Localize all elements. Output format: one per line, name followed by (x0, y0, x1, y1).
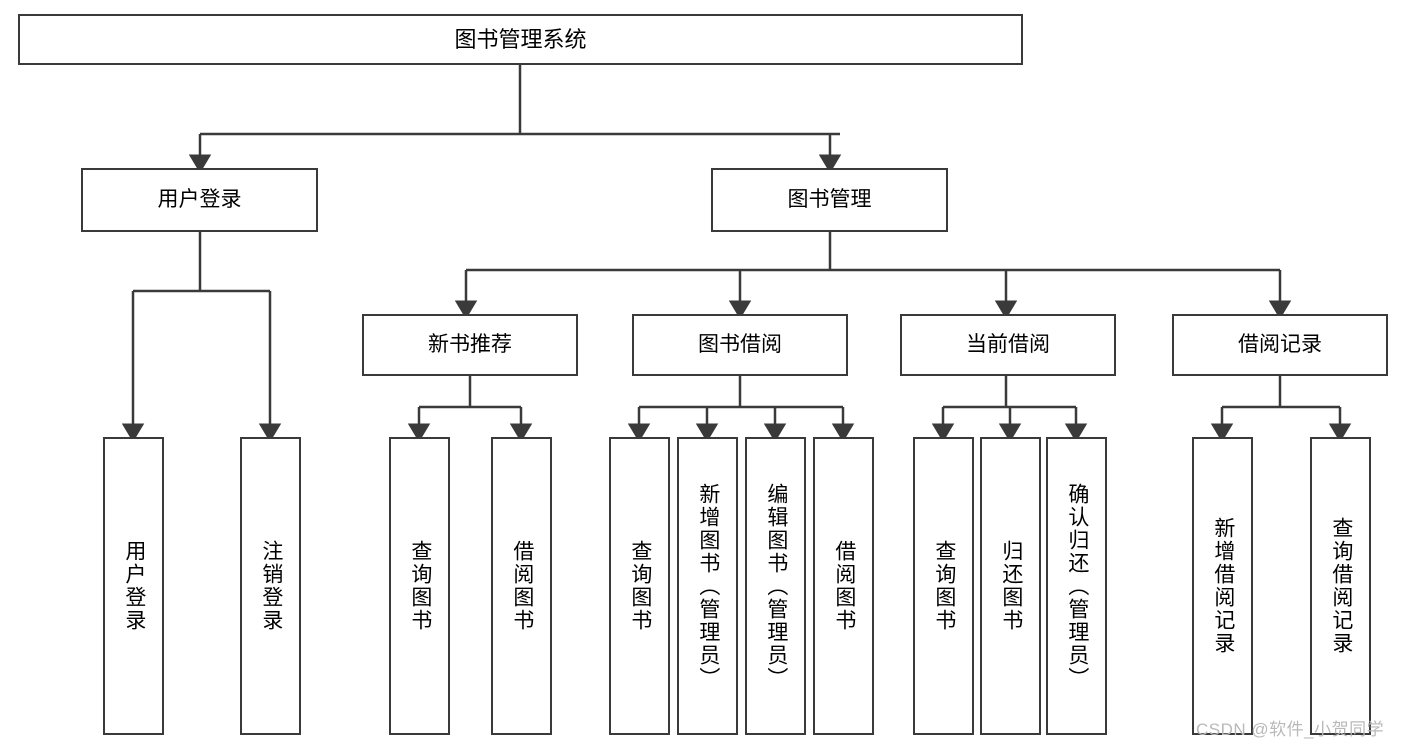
node-label: 新增图书（管理员） (696, 482, 720, 690)
node-label: 查询借阅记录 (1329, 517, 1353, 655)
node-label: 查询图书 (628, 540, 652, 632)
leaf-book-borrow-add-book[interactable]: 新增图书（管理员） (677, 437, 738, 735)
leaf-user-login-login[interactable]: 用户登录 (103, 437, 164, 735)
node-label: 借阅记录 (1238, 332, 1322, 356)
node-new-book-recommend[interactable]: 新书推荐 (362, 314, 578, 376)
node-borrow-record[interactable]: 借阅记录 (1172, 314, 1388, 376)
node-label: 确认归还（管理员） (1065, 482, 1089, 690)
node-root-book-management-system[interactable]: 图书管理系统 (18, 14, 1023, 65)
node-book-management[interactable]: 图书管理 (711, 168, 948, 232)
node-label: 借阅图书 (510, 540, 534, 632)
leaf-current-borrow-confirm-return[interactable]: 确认归还（管理员） (1046, 437, 1107, 735)
node-label: 借阅图书 (832, 540, 856, 632)
node-label: 查询图书 (932, 540, 956, 632)
leaf-borrow-record-query-record[interactable]: 查询借阅记录 (1310, 437, 1371, 735)
node-label: 查询图书 (408, 540, 432, 632)
leaf-borrow-record-add-record[interactable]: 新增借阅记录 (1192, 437, 1253, 735)
node-label: 注销登录 (259, 540, 283, 632)
node-label: 用户登录 (157, 187, 242, 211)
node-label: 归还图书 (999, 540, 1023, 632)
node-current-borrow[interactable]: 当前借阅 (900, 314, 1116, 376)
node-label: 图书管理系统 (454, 26, 587, 52)
leaf-current-borrow-return-book[interactable]: 归还图书 (980, 437, 1041, 735)
node-book-borrow[interactable]: 图书借阅 (632, 314, 848, 376)
node-label: 图书借阅 (698, 332, 782, 356)
node-label: 图书管理 (787, 187, 872, 211)
leaf-current-borrow-query-book[interactable]: 查询图书 (913, 437, 974, 735)
leaf-user-login-logout[interactable]: 注销登录 (240, 437, 301, 735)
leaf-book-borrow-edit-book[interactable]: 编辑图书（管理员） (745, 437, 806, 735)
leaf-new-book-borrow-book[interactable]: 借阅图书 (491, 437, 552, 735)
node-label: 编辑图书（管理员） (764, 482, 788, 690)
node-user-login[interactable]: 用户登录 (81, 168, 318, 232)
leaf-new-book-query-book[interactable]: 查询图书 (389, 437, 450, 735)
node-label: 新书推荐 (428, 332, 512, 356)
leaf-book-borrow-borrow-book[interactable]: 借阅图书 (813, 437, 874, 735)
node-label: 新增借阅记录 (1211, 517, 1235, 655)
leaf-book-borrow-query-book[interactable]: 查询图书 (609, 437, 670, 735)
node-label: 当前借阅 (966, 332, 1050, 356)
node-label: 用户登录 (122, 540, 146, 632)
